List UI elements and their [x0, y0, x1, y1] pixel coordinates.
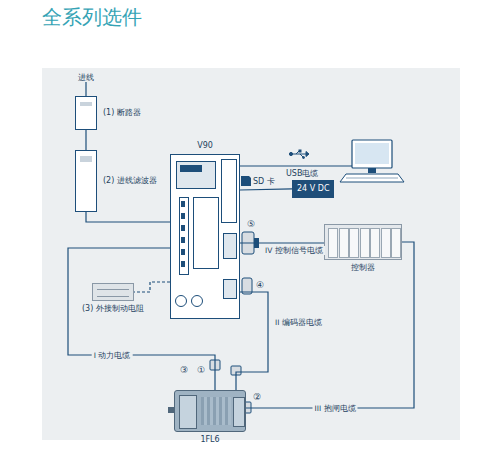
- filter-node: (2) 进线滤波器: [75, 150, 157, 212]
- computer-icon: [340, 140, 404, 182]
- callout-number: ⑤: [247, 219, 255, 230]
- drive-x9: [223, 279, 237, 299]
- ground-terminal: [191, 295, 203, 307]
- cable-connector: [240, 189, 292, 190]
- terminal-pin: [181, 213, 185, 219]
- plc-module: [328, 228, 338, 258]
- cable-connector: [86, 212, 170, 222]
- servo-motor-node: 1FL6: [174, 390, 246, 445]
- node-text: 控制器: [351, 263, 375, 273]
- motor-shaft: [168, 407, 175, 413]
- terminal-pin: [181, 249, 185, 255]
- cable-line: [85, 130, 86, 150]
- callout-number: ②: [253, 392, 261, 403]
- controller-shape: [324, 224, 402, 260]
- plc-module: [349, 228, 359, 258]
- servo-motor-shape: [174, 390, 246, 432]
- terminal-pin: [181, 201, 185, 207]
- plc-module: [339, 228, 349, 258]
- page-title: 全系列选件: [42, 4, 142, 31]
- callout-number: ①: [197, 365, 205, 376]
- node-text: (1) 断路器: [103, 108, 141, 118]
- node-text: (2) 进线滤波器: [103, 176, 157, 186]
- cable-line: [86, 212, 170, 222]
- drive-cover: [193, 197, 219, 269]
- plc-module: [370, 228, 380, 258]
- node-text: V90: [197, 141, 213, 151]
- cable-connector: [86, 130, 87, 150]
- plc-module: [360, 228, 370, 258]
- cable-line: [236, 292, 268, 390]
- usb-symbol: [289, 150, 309, 159]
- incoming-wire: [85, 82, 86, 96]
- cable-label: I 动力电缆: [92, 351, 133, 360]
- node-text: 24 V DC: [297, 184, 329, 194]
- motor-flange: [179, 395, 197, 429]
- cable-line: [246, 242, 414, 408]
- drive-port-column: [221, 159, 237, 223]
- resistor-fins: [97, 289, 129, 297]
- callout-number: ③: [180, 365, 188, 376]
- breaker-node: (1) 断路器: [75, 96, 141, 130]
- sd-card-icon: [241, 176, 251, 186]
- plc-module: [391, 228, 401, 258]
- cable-label: II 编码器电缆: [273, 318, 324, 327]
- cable-connector: [134, 282, 170, 292]
- node-text: (3) 外接制动电阻: [82, 304, 144, 314]
- cable-label: III 抱闸电缆: [312, 404, 357, 413]
- brake-resistor-shape: [92, 283, 134, 301]
- terminal-pin: [181, 237, 185, 243]
- part-label: 进线: [78, 73, 94, 83]
- servo-drive-node: V90: [170, 141, 240, 319]
- motor-fins: [201, 397, 231, 425]
- filter-detail: [80, 156, 92, 162]
- cable-connector: [240, 243, 324, 244]
- cable-label: IV 控制信号电缆: [263, 246, 325, 255]
- drive-screen: [180, 165, 202, 172]
- callout-number: ④: [256, 280, 264, 291]
- brake-resistor-node: (3) 外接制动电阻: [82, 283, 144, 314]
- cable-connector: [236, 292, 268, 390]
- cable-line: [134, 282, 170, 292]
- cable-connector: [246, 242, 414, 408]
- breaker-shape: [75, 96, 97, 130]
- motor-encoder: [233, 397, 245, 427]
- breaker-detail: [80, 102, 92, 106]
- filter-shape: [75, 150, 97, 212]
- terminal-pin: [181, 261, 185, 267]
- cable-line: [240, 189, 292, 190]
- ground-terminal: [175, 295, 187, 307]
- plc-module: [381, 228, 391, 258]
- node-text: 1FL6: [200, 435, 219, 445]
- usb-cable: [240, 165, 352, 166]
- cable-line: [240, 242, 324, 243]
- servo-drive-shape: [170, 154, 240, 319]
- part-label: USB电缆: [286, 169, 318, 179]
- terminal-pin: [181, 225, 185, 231]
- power-supply-shape: 24 V DC: [292, 180, 334, 198]
- controller-node: 控制器: [324, 224, 402, 273]
- power-supply-node: 24 V DC: [292, 180, 334, 198]
- drive-x8: [223, 233, 237, 259]
- part-label: SD 卡: [253, 177, 275, 187]
